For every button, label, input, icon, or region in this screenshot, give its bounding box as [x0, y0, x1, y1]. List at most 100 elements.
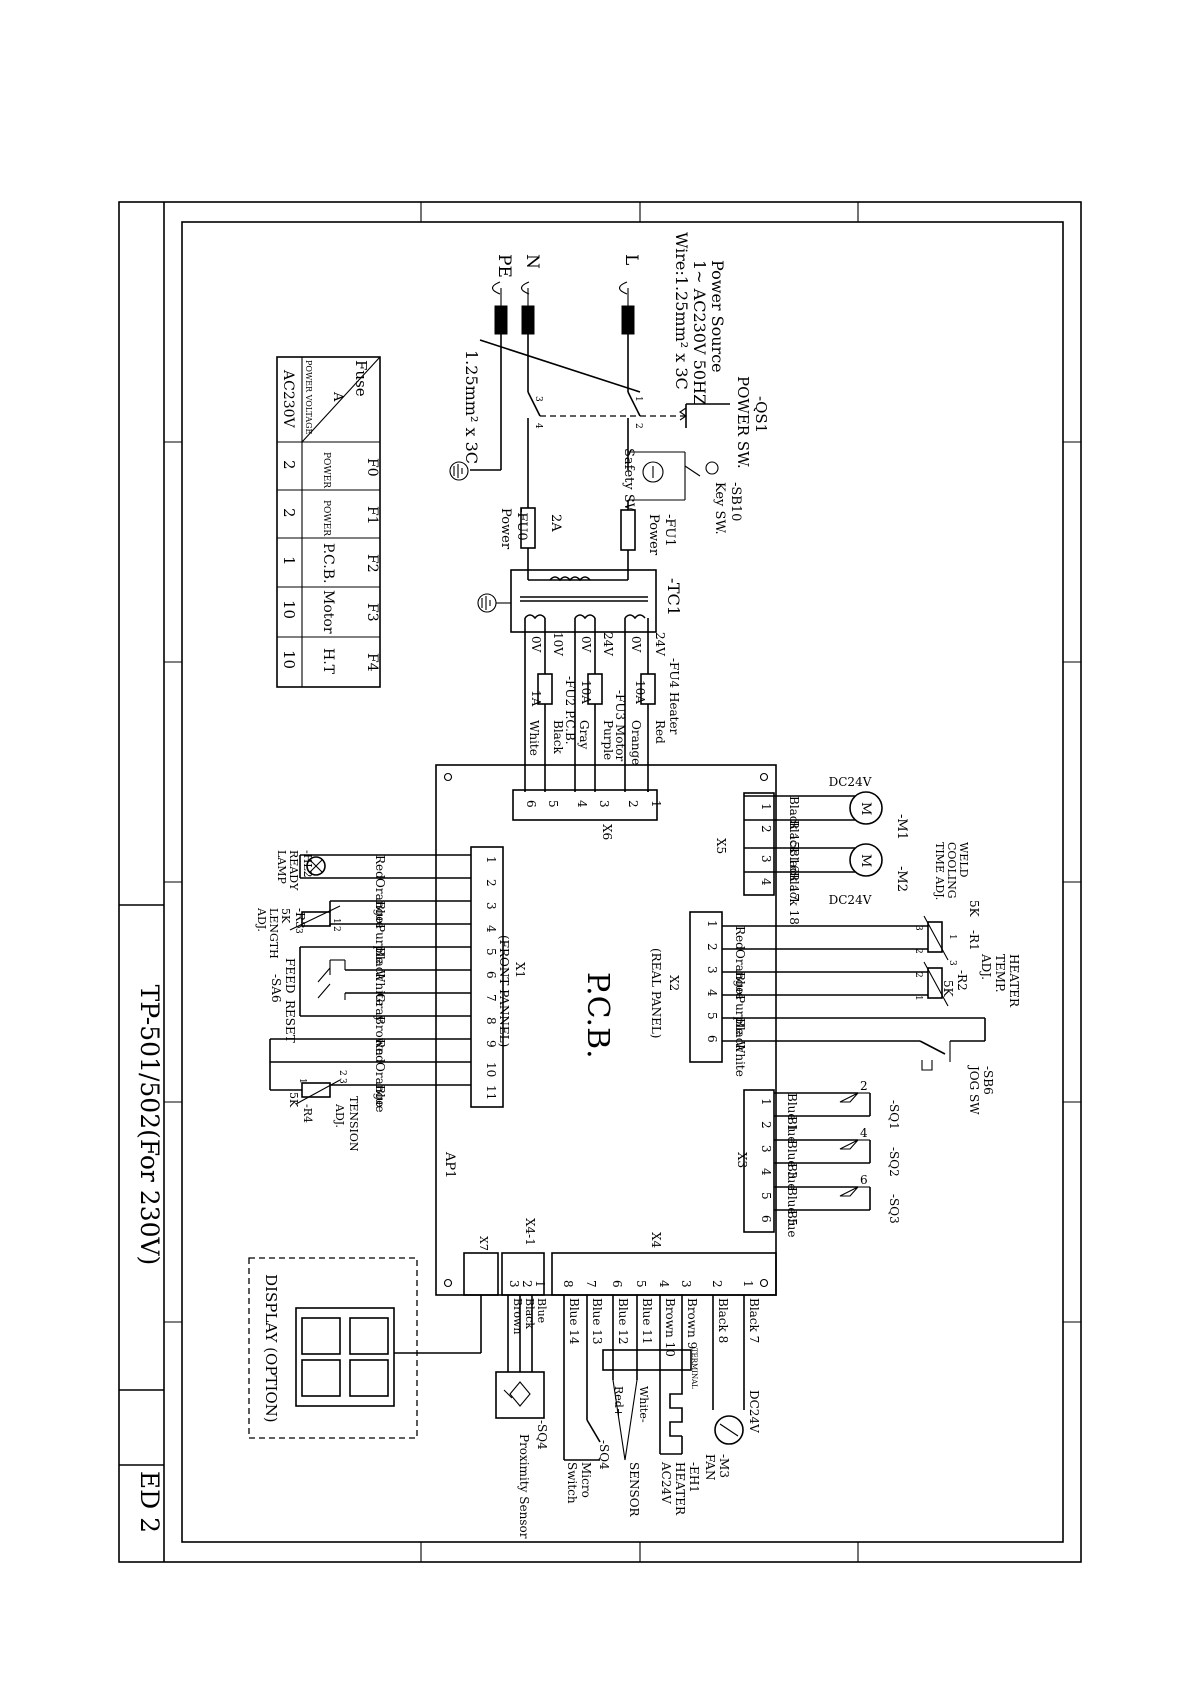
svg-text:Red+: Red+ — [612, 1386, 625, 1417]
svg-text:(REAL PANEL): (REAL PANEL) — [649, 948, 663, 1038]
svg-text:5: 5 — [705, 1012, 719, 1020]
svg-text:ADJ.: ADJ. — [333, 1103, 346, 1128]
sq2-switch — [839, 1139, 859, 1150]
sensor-lead-2 — [612, 1379, 626, 1461]
eh1-label: -EH1 — [687, 1462, 701, 1493]
fuse-table-voltage: AC230V — [280, 369, 296, 429]
m2-voltage: DC24V — [829, 893, 872, 907]
connector-x3: X3 1 2 3 4 5 6 — [735, 1089, 775, 1233]
svg-text:2: 2 — [913, 972, 923, 978]
m2-label: -M2 — [894, 866, 909, 892]
svg-text:READY: READY — [287, 850, 300, 891]
svg-text:Orange: Orange — [629, 720, 643, 765]
svg-text:2: 2 — [280, 460, 298, 470]
proximity-sensor-icon — [495, 1371, 545, 1419]
svg-text:5: 5 — [546, 800, 560, 808]
svg-text:F2: F2 — [364, 554, 380, 573]
sb6-name: JOG SW — [967, 1064, 981, 1115]
safety-switch-label: Safety SW. — [621, 448, 636, 518]
r3-value: 5K — [279, 908, 292, 924]
svg-text:1: 1 — [297, 1078, 307, 1084]
connector-x7: X7 — [463, 1236, 499, 1296]
cable-mark — [479, 339, 641, 393]
svg-text:TEMP.: TEMP. — [993, 954, 1007, 993]
motor-m1-icon — [849, 791, 883, 825]
fu1-fuse — [620, 509, 636, 551]
svg-text:(FRONT PANNEL): (FRONT PANNEL) — [497, 935, 511, 1047]
svg-text:F3: F3 — [364, 603, 380, 622]
svg-text:TENSION: TENSION — [347, 1096, 360, 1152]
svg-text:Purple: Purple — [373, 924, 387, 964]
connector-x5: X5 1 2 3 4 — [714, 792, 775, 896]
display-option-box — [248, 1257, 418, 1439]
key-switch-icon — [705, 461, 719, 475]
hl2-label: -HL2 — [301, 850, 314, 878]
ground-symbol — [449, 461, 469, 481]
svg-text:2: 2 — [759, 1121, 773, 1129]
fuse-table-col-f1: F1 POWER 2 — [280, 500, 380, 536]
fu2-fuse — [537, 673, 553, 705]
svg-text:2: 2 — [710, 1280, 724, 1288]
svg-text:6: 6 — [610, 1280, 624, 1288]
svg-text:2: 2 — [484, 879, 498, 887]
svg-text:Blue 1: Blue 1 — [785, 1093, 799, 1132]
svg-text:H.T: H.T — [320, 648, 336, 675]
motors: Black 15 Black 16 Black 17 Black 18 M M … — [744, 775, 970, 925]
wire-spec: Wire:1.25mm² x 3C — [672, 232, 691, 390]
fan-voltage: DC24V — [747, 1390, 761, 1433]
svg-text:2: 2 — [280, 508, 298, 518]
svg-text:Blue 11: Blue 11 — [640, 1298, 654, 1345]
svg-text:Purple: Purple — [601, 720, 615, 760]
r2-label: -R2 — [955, 970, 969, 991]
svg-text:1: 1 — [633, 396, 643, 402]
svg-text:F0: F0 — [364, 458, 380, 477]
svg-text:TIME ADJ.: TIME ADJ. — [933, 842, 946, 900]
svg-text:4: 4 — [759, 878, 773, 886]
svg-text:2: 2 — [633, 423, 643, 429]
svg-text:X6: X6 — [600, 824, 614, 840]
svg-text:F1: F1 — [364, 506, 380, 525]
svg-text:4: 4 — [657, 1280, 671, 1288]
svg-text:10V: 10V — [551, 632, 565, 656]
sa6-label: -SA6 — [269, 974, 283, 1003]
svg-text:Red: Red — [733, 926, 747, 950]
svg-text:4: 4 — [759, 1168, 773, 1176]
x3-wiring: Blue 1 Blue Blue 3 Blue Blue 5 Blue 2 4 … — [774, 1079, 901, 1238]
connector-x4-1: X4-1 1 2 3 — [501, 1218, 547, 1296]
svg-text:24V: 24V — [601, 632, 615, 656]
svg-text:10: 10 — [484, 1062, 498, 1077]
terminal-block — [602, 1349, 692, 1371]
svg-text:F4: F4 — [364, 653, 380, 672]
r4-value: 5K — [287, 1092, 300, 1108]
r1-label: -R1 — [967, 930, 981, 951]
svg-text:6: 6 — [524, 800, 538, 808]
qs1-name: POWER SW. — [734, 376, 752, 469]
fu4-label: -FU4 Heater — [667, 658, 681, 735]
svg-text:Blue 12: Blue 12 — [616, 1298, 630, 1345]
svg-text:Blue 13: Blue 13 — [590, 1298, 604, 1345]
svg-text:1: 1 — [280, 556, 298, 566]
svg-text:Blue 5: Blue 5 — [785, 1187, 799, 1226]
sq3-switch — [839, 1186, 859, 1197]
svg-text:8: 8 — [484, 1017, 498, 1025]
sb10-name: Key SW. — [712, 482, 727, 535]
svg-text:LAMP: LAMP — [275, 850, 288, 885]
svg-text:Black 7: Black 7 — [747, 1298, 761, 1343]
svg-text:X3: X3 — [735, 1152, 749, 1168]
svg-text:Black 18: Black 18 — [787, 872, 801, 925]
transformer-outputs: 24V 0V 24V 0V 10V 0V -FU4 Heater 10A Red… — [524, 618, 681, 792]
fu0-rating: 2A — [548, 514, 563, 532]
svg-text:11: 11 — [484, 1085, 498, 1100]
svg-text:0V: 0V — [529, 636, 543, 653]
pcb-board: P.C.B. AP1 X6 1 2 3 4 5 6 X5 1 2 3 4 X2 … — [435, 764, 777, 1296]
svg-text:3: 3 — [507, 1280, 521, 1288]
svg-text:2: 2 — [520, 1280, 534, 1288]
svg-text:Micro: Micro — [579, 1462, 593, 1498]
svg-text:1: 1 — [759, 803, 773, 811]
svg-text:3: 3 — [947, 960, 957, 966]
svg-text:3: 3 — [759, 855, 773, 863]
sq4b-name: Proximity Sensor — [517, 1434, 531, 1539]
svg-text:Black: Black — [733, 1018, 747, 1053]
display-digit-1 — [301, 1317, 341, 1355]
drawing-frame: TP-501/502(For 230V) ED 2 — [118, 201, 1082, 1563]
